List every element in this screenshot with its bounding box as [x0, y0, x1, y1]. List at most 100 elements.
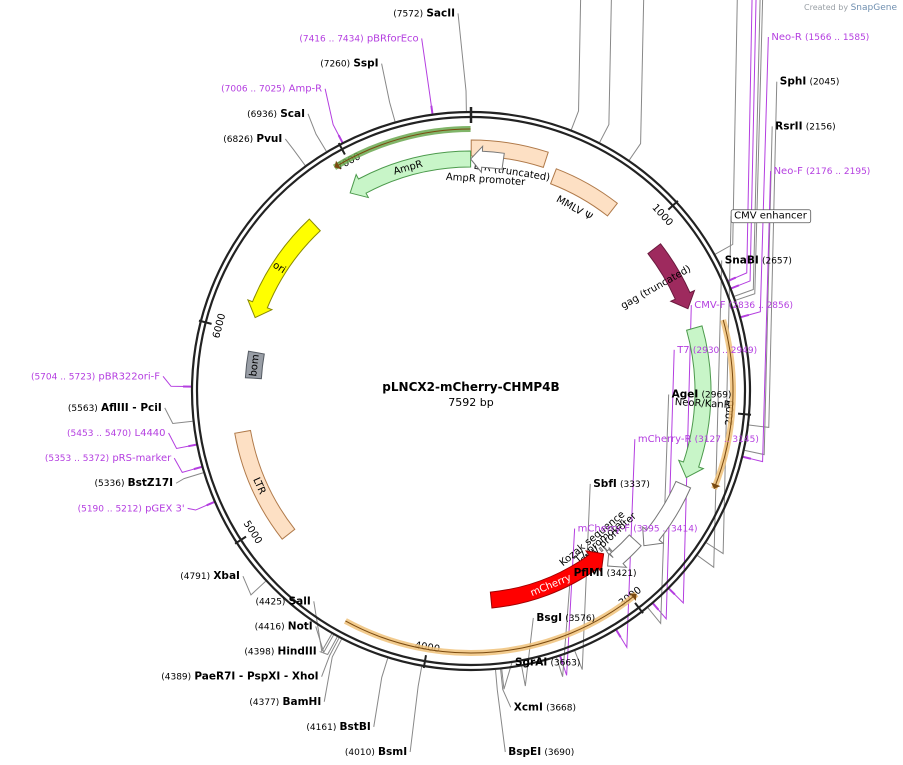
ruler-tick	[737, 412, 752, 416]
leader-line	[744, 126, 773, 456]
leader-line	[421, 38, 433, 109]
enzyme-site-label: (4377) BamHI	[249, 696, 321, 708]
primer-site-label: (5353 .. 5372) pRS-marker	[45, 453, 172, 464]
enzyme-position: (2969)	[702, 390, 732, 400]
feature-kozak	[598, 546, 604, 553]
leader-line	[521, 617, 534, 687]
enzyme-position: (3690)	[544, 748, 574, 758]
enzyme-position: (5336)	[95, 479, 125, 489]
leader-line	[319, 636, 338, 656]
leader-line	[323, 639, 342, 702]
primer-name: T7	[676, 345, 689, 356]
feature-neo	[677, 325, 712, 479]
orf-arrowhead	[629, 593, 637, 602]
enzyme-position: (4377)	[249, 697, 279, 707]
enzyme-name: SnaBI	[725, 254, 759, 266]
enzyme-site-label: SnaBI (2657)	[725, 254, 792, 266]
enzyme-name: AgeI	[672, 388, 699, 400]
primer-name: mCherry-R	[638, 434, 692, 445]
enzyme-position: (4416)	[255, 622, 285, 632]
primer-name: Neo-R	[771, 32, 802, 43]
primer-name: CMV-F	[694, 300, 725, 311]
feature-cmvprom	[607, 534, 642, 568]
enzyme-site-label: (5336) BstZ17I	[95, 477, 174, 489]
primer-site-label: (5704 .. 5723) pBR322ori-F	[31, 371, 160, 382]
enzyme-site-label: SbfI (3337)	[593, 478, 650, 490]
leader-line	[599, 0, 612, 143]
enzyme-name: RsrII	[775, 120, 802, 132]
feature-bom	[244, 350, 265, 380]
primer-site-label: (7006 .. 7025) Amp-R	[221, 84, 322, 95]
feature-psi	[549, 168, 619, 217]
enzyme-position: (3421)	[607, 569, 637, 579]
site-labels: AscI (443)PshAI (577)SpeI (726)CsiI - Se…	[31, 7, 870, 758]
feature-gag	[647, 243, 696, 310]
leader-line	[556, 573, 572, 677]
enzyme-position: (7260)	[320, 59, 350, 69]
enzyme-position: (2657)	[762, 256, 792, 266]
enzyme-site-label: (4425) SalI	[256, 595, 311, 607]
enzyme-name: SphI	[780, 76, 806, 88]
primer-name: L4440	[135, 428, 166, 439]
leader-line	[321, 637, 340, 677]
enzyme-name: BsgI	[536, 612, 562, 624]
orf-arrowhead	[711, 482, 721, 489]
feature-mcherry	[489, 550, 605, 609]
ruler-tick	[337, 142, 346, 155]
enzyme-position: (3663)	[550, 658, 580, 668]
primer-site-label: CMV-F (2836 .. 2856)	[694, 300, 793, 311]
enzyme-position: (7572)	[393, 9, 423, 19]
leader-line	[242, 576, 266, 596]
primer-position: (2836 .. 2856)	[729, 301, 793, 311]
enzyme-position: (4791)	[180, 572, 210, 582]
primer-position: (7416 .. 7434)	[299, 34, 363, 44]
enzyme-site-label: (4791) XbaI	[180, 570, 240, 582]
primer-mark	[651, 602, 660, 611]
primer-mark	[430, 105, 434, 115]
primer-position: (2176 .. 2195)	[806, 167, 870, 177]
primer-position: (3395 .. 3414)	[633, 524, 697, 534]
enzyme-site-label: (4389) PaeR7I - PspXI - XhoI	[161, 671, 318, 683]
leader-line	[409, 666, 423, 753]
leader-line	[315, 626, 334, 654]
enzyme-name: BamHI	[283, 696, 322, 708]
leader-line	[284, 138, 306, 166]
enzyme-position: (4398)	[244, 647, 274, 657]
leader-line	[735, 0, 764, 301]
leader-line	[457, 13, 467, 112]
enzyme-site-label: AgeI (2969)	[672, 388, 732, 400]
leader-line	[501, 662, 513, 690]
leader-line	[618, 439, 636, 650]
feature-ampr	[349, 150, 472, 199]
plasmid-length: 7592 bp	[448, 396, 493, 409]
enzyme-site-label: (6936) ScaI	[247, 108, 305, 120]
enzyme-site-label: BsgI (3576)	[536, 612, 595, 624]
primer-name: pBRforEco	[367, 33, 419, 44]
primer-site-label: mCherry-R (3127 .. 3145)	[638, 434, 759, 445]
enzyme-name: SacII	[426, 7, 455, 19]
enzyme-position: (3668)	[546, 703, 576, 713]
feature-ltr3	[234, 429, 296, 540]
primer-site-label: T7 (2930 .. 2949)	[676, 345, 757, 356]
enzyme-name: BstZ17I	[128, 477, 173, 489]
leader-line	[656, 349, 675, 621]
enzyme-site-label: PflMI (3421)	[574, 567, 637, 579]
leader-line	[734, 0, 761, 297]
enzyme-site-label: XcmI (3668)	[514, 701, 576, 713]
enzyme-position: (4389)	[161, 672, 191, 682]
leader-lines	[162, 0, 778, 753]
primer-name: pBR322ori-F	[98, 371, 160, 382]
enzyme-position: (4010)	[345, 748, 375, 758]
primer-mark	[667, 587, 676, 596]
enzyme-site-label: (6826) PvuI	[223, 133, 282, 145]
enzyme-position: (4161)	[306, 722, 336, 732]
leader-line	[495, 669, 506, 753]
primer-position: (5353 .. 5372)	[45, 454, 109, 464]
leader-line	[628, 0, 645, 161]
enzyme-site-label: BspEI (3690)	[508, 746, 574, 758]
ruler-tick-label: 6000	[211, 312, 228, 339]
enzyme-name: SalI	[289, 595, 311, 607]
enzyme-position: (3337)	[620, 479, 650, 489]
primer-site-label: (7416 .. 7434) pBRforEco	[299, 33, 418, 44]
